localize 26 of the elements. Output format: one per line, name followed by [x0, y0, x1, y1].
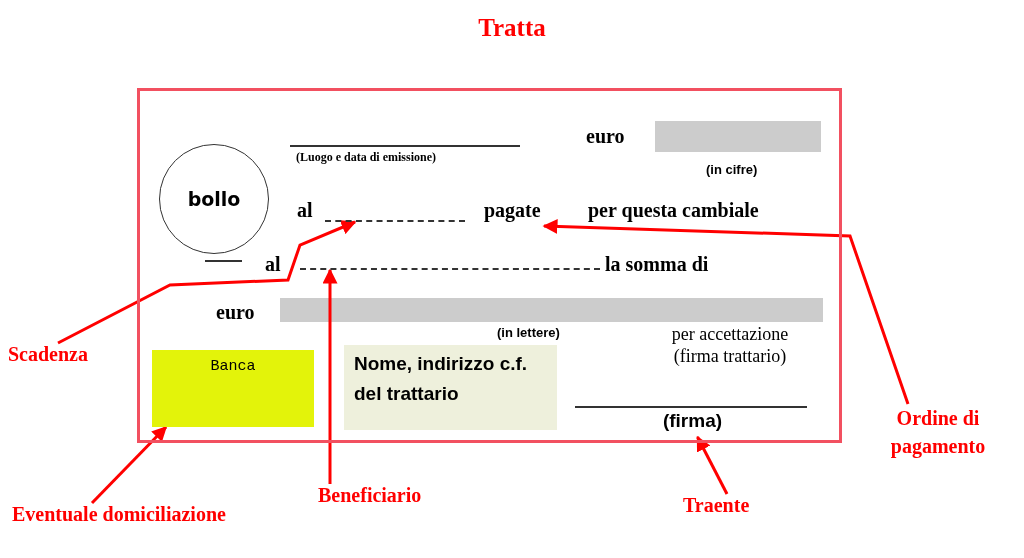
arrow	[542, 218, 910, 405]
callout-label: Scadenza	[8, 343, 114, 369]
arrow	[696, 435, 729, 495]
caption-text: (in cifre)	[706, 162, 758, 177]
callout-label: Traente	[683, 494, 771, 522]
caption-text: (in lettere)	[497, 325, 560, 340]
caption-text: (Luogo e data di emissione)	[296, 150, 436, 165]
field-label: euro	[586, 125, 625, 148]
callout-label: Beneficiario	[318, 484, 452, 512]
callout-label: Eventuale domiciliazione	[12, 503, 294, 531]
arrow	[322, 268, 338, 484]
arrow	[90, 425, 168, 505]
form-text: pagate	[484, 199, 562, 226]
signature-caption: (firma)	[650, 410, 735, 437]
callout-label: Ordine di pagamento	[868, 404, 1008, 462]
caption-text: per accettazione (firma trattario)	[670, 323, 790, 367]
form-text: per questa cambiale	[588, 199, 759, 222]
title: Tratta	[477, 14, 547, 42]
field-label: euro	[216, 301, 255, 324]
drawee-box: Nome, indirizzo c.f. del trattario	[344, 345, 557, 430]
form-text: al	[297, 199, 313, 222]
bank-box: Banca	[152, 350, 314, 427]
form-text: al	[265, 253, 281, 276]
form-frame	[137, 88, 842, 443]
arrow	[57, 220, 357, 345]
form-text: la somma di	[605, 253, 709, 276]
